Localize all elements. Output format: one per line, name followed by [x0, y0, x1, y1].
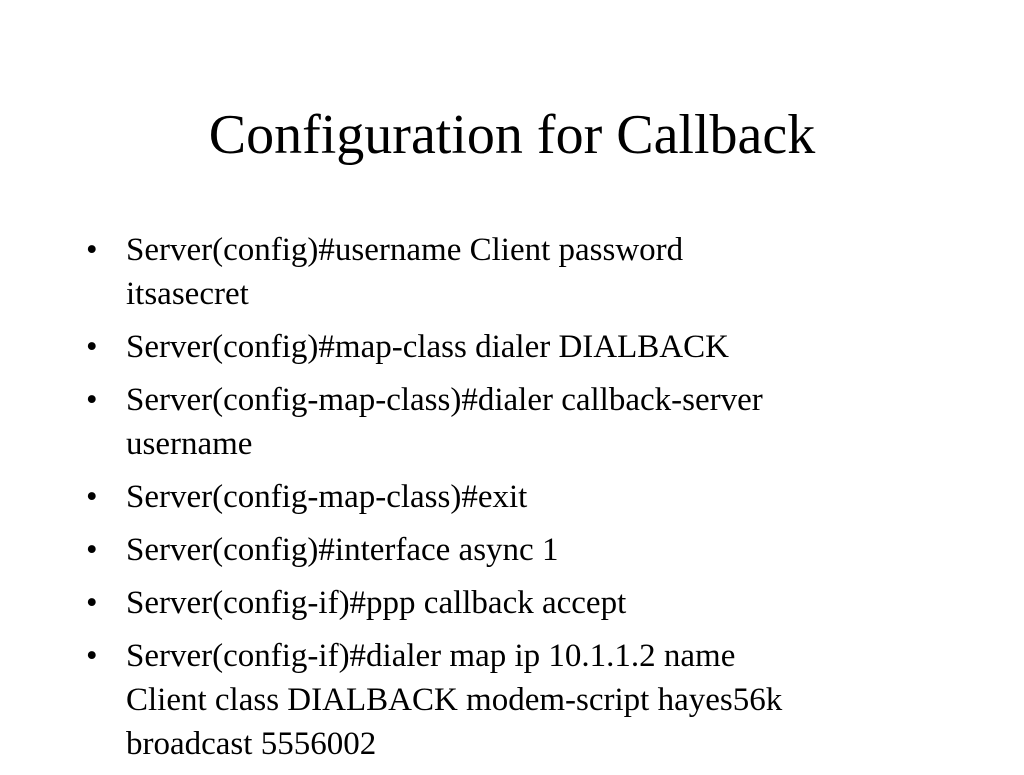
bullet-text: Server(config-map-class)#exit: [126, 479, 528, 515]
bullet-icon: •: [86, 532, 98, 568]
bullet-item-exit: • Server(config-map-class)#exit: [86, 475, 946, 519]
bullet-item-username: • Server(config)#username Client passwor…: [86, 228, 946, 316]
bullet-text: Server(config)#map-class dialer DIALBACK: [126, 329, 729, 365]
bullet-icon: •: [86, 232, 98, 268]
slide-title: Configuration for Callback: [208, 104, 816, 166]
bullet-item-interface: • Server(config)#interface async 1: [86, 528, 946, 572]
bullet-item-ppp-callback: • Server(config-if)#ppp callback accept: [86, 581, 946, 625]
bullet-item-dialer-map: • Server(config-if)#dialer map ip 10.1.1…: [86, 634, 946, 766]
bullet-icon: •: [86, 479, 98, 515]
bullet-text: Server(config-map-class)#dialer callback…: [126, 382, 763, 462]
bullet-text: Server(config-if)#ppp callback accept: [126, 585, 627, 621]
bullet-list: • Server(config)#username Client passwor…: [86, 228, 946, 775]
bullet-text: Server(config)#interface async 1: [126, 532, 559, 568]
bullet-item-callback-server: • Server(config-map-class)#dialer callba…: [86, 378, 946, 466]
bullet-item-map-class: • Server(config)#map-class dialer DIALBA…: [86, 325, 946, 369]
bullet-text: Server(config-if)#dialer map ip 10.1.1.2…: [126, 638, 783, 762]
bullet-icon: •: [86, 329, 98, 365]
bullet-icon: •: [86, 638, 98, 674]
bullet-icon: •: [86, 585, 98, 621]
bullet-icon: •: [86, 382, 98, 418]
bullet-text: Server(config)#username Client password …: [126, 232, 684, 312]
